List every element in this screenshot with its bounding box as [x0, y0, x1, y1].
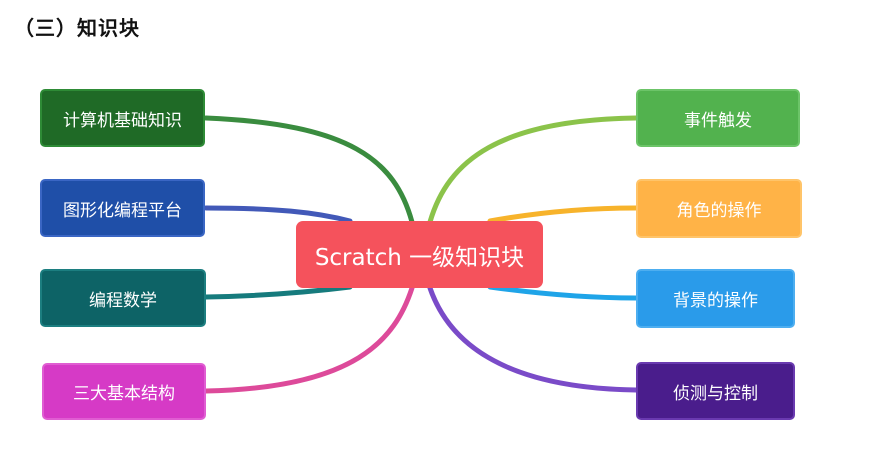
node-label: 侦测与控制: [673, 383, 758, 404]
page-heading: （三）知识块: [14, 16, 140, 40]
node-graphical-platform: 图形化编程平台: [40, 179, 205, 237]
node-sensing-control: 侦测与控制: [636, 362, 795, 420]
node-label: 背景的操作: [673, 291, 758, 311]
link-right-3: [487, 284, 639, 301]
center-topic-label: Scratch 一级知识块: [314, 244, 525, 271]
link-left-2: [203, 205, 353, 224]
link-left-3: [203, 284, 353, 300]
node-label: 事件触发: [684, 110, 752, 131]
node-label: 编程数学: [89, 290, 157, 311]
node-sprite-operations: 角色的操作: [636, 179, 802, 238]
link-left-4: [203, 285, 415, 394]
node-label: 角色的操作: [676, 201, 762, 221]
node-label: 三大基本结构: [73, 384, 175, 404]
node-backdrop-operations: 背景的操作: [636, 269, 795, 328]
link-left-1: [203, 115, 415, 225]
node-label: 计算机基础知识: [63, 110, 182, 131]
node-programming-math: 编程数学: [40, 269, 206, 327]
node-event-trigger: 事件触发: [636, 89, 800, 147]
node-computer-basics: 计算机基础知识: [40, 89, 205, 147]
link-right-4: [427, 285, 639, 393]
node-three-structures: 三大基本结构: [42, 363, 206, 420]
node-label: 图形化编程平台: [63, 200, 182, 221]
link-right-2: [487, 205, 639, 224]
link-right-1: [427, 115, 639, 225]
center-topic: Scratch 一级知识块: [296, 221, 543, 288]
